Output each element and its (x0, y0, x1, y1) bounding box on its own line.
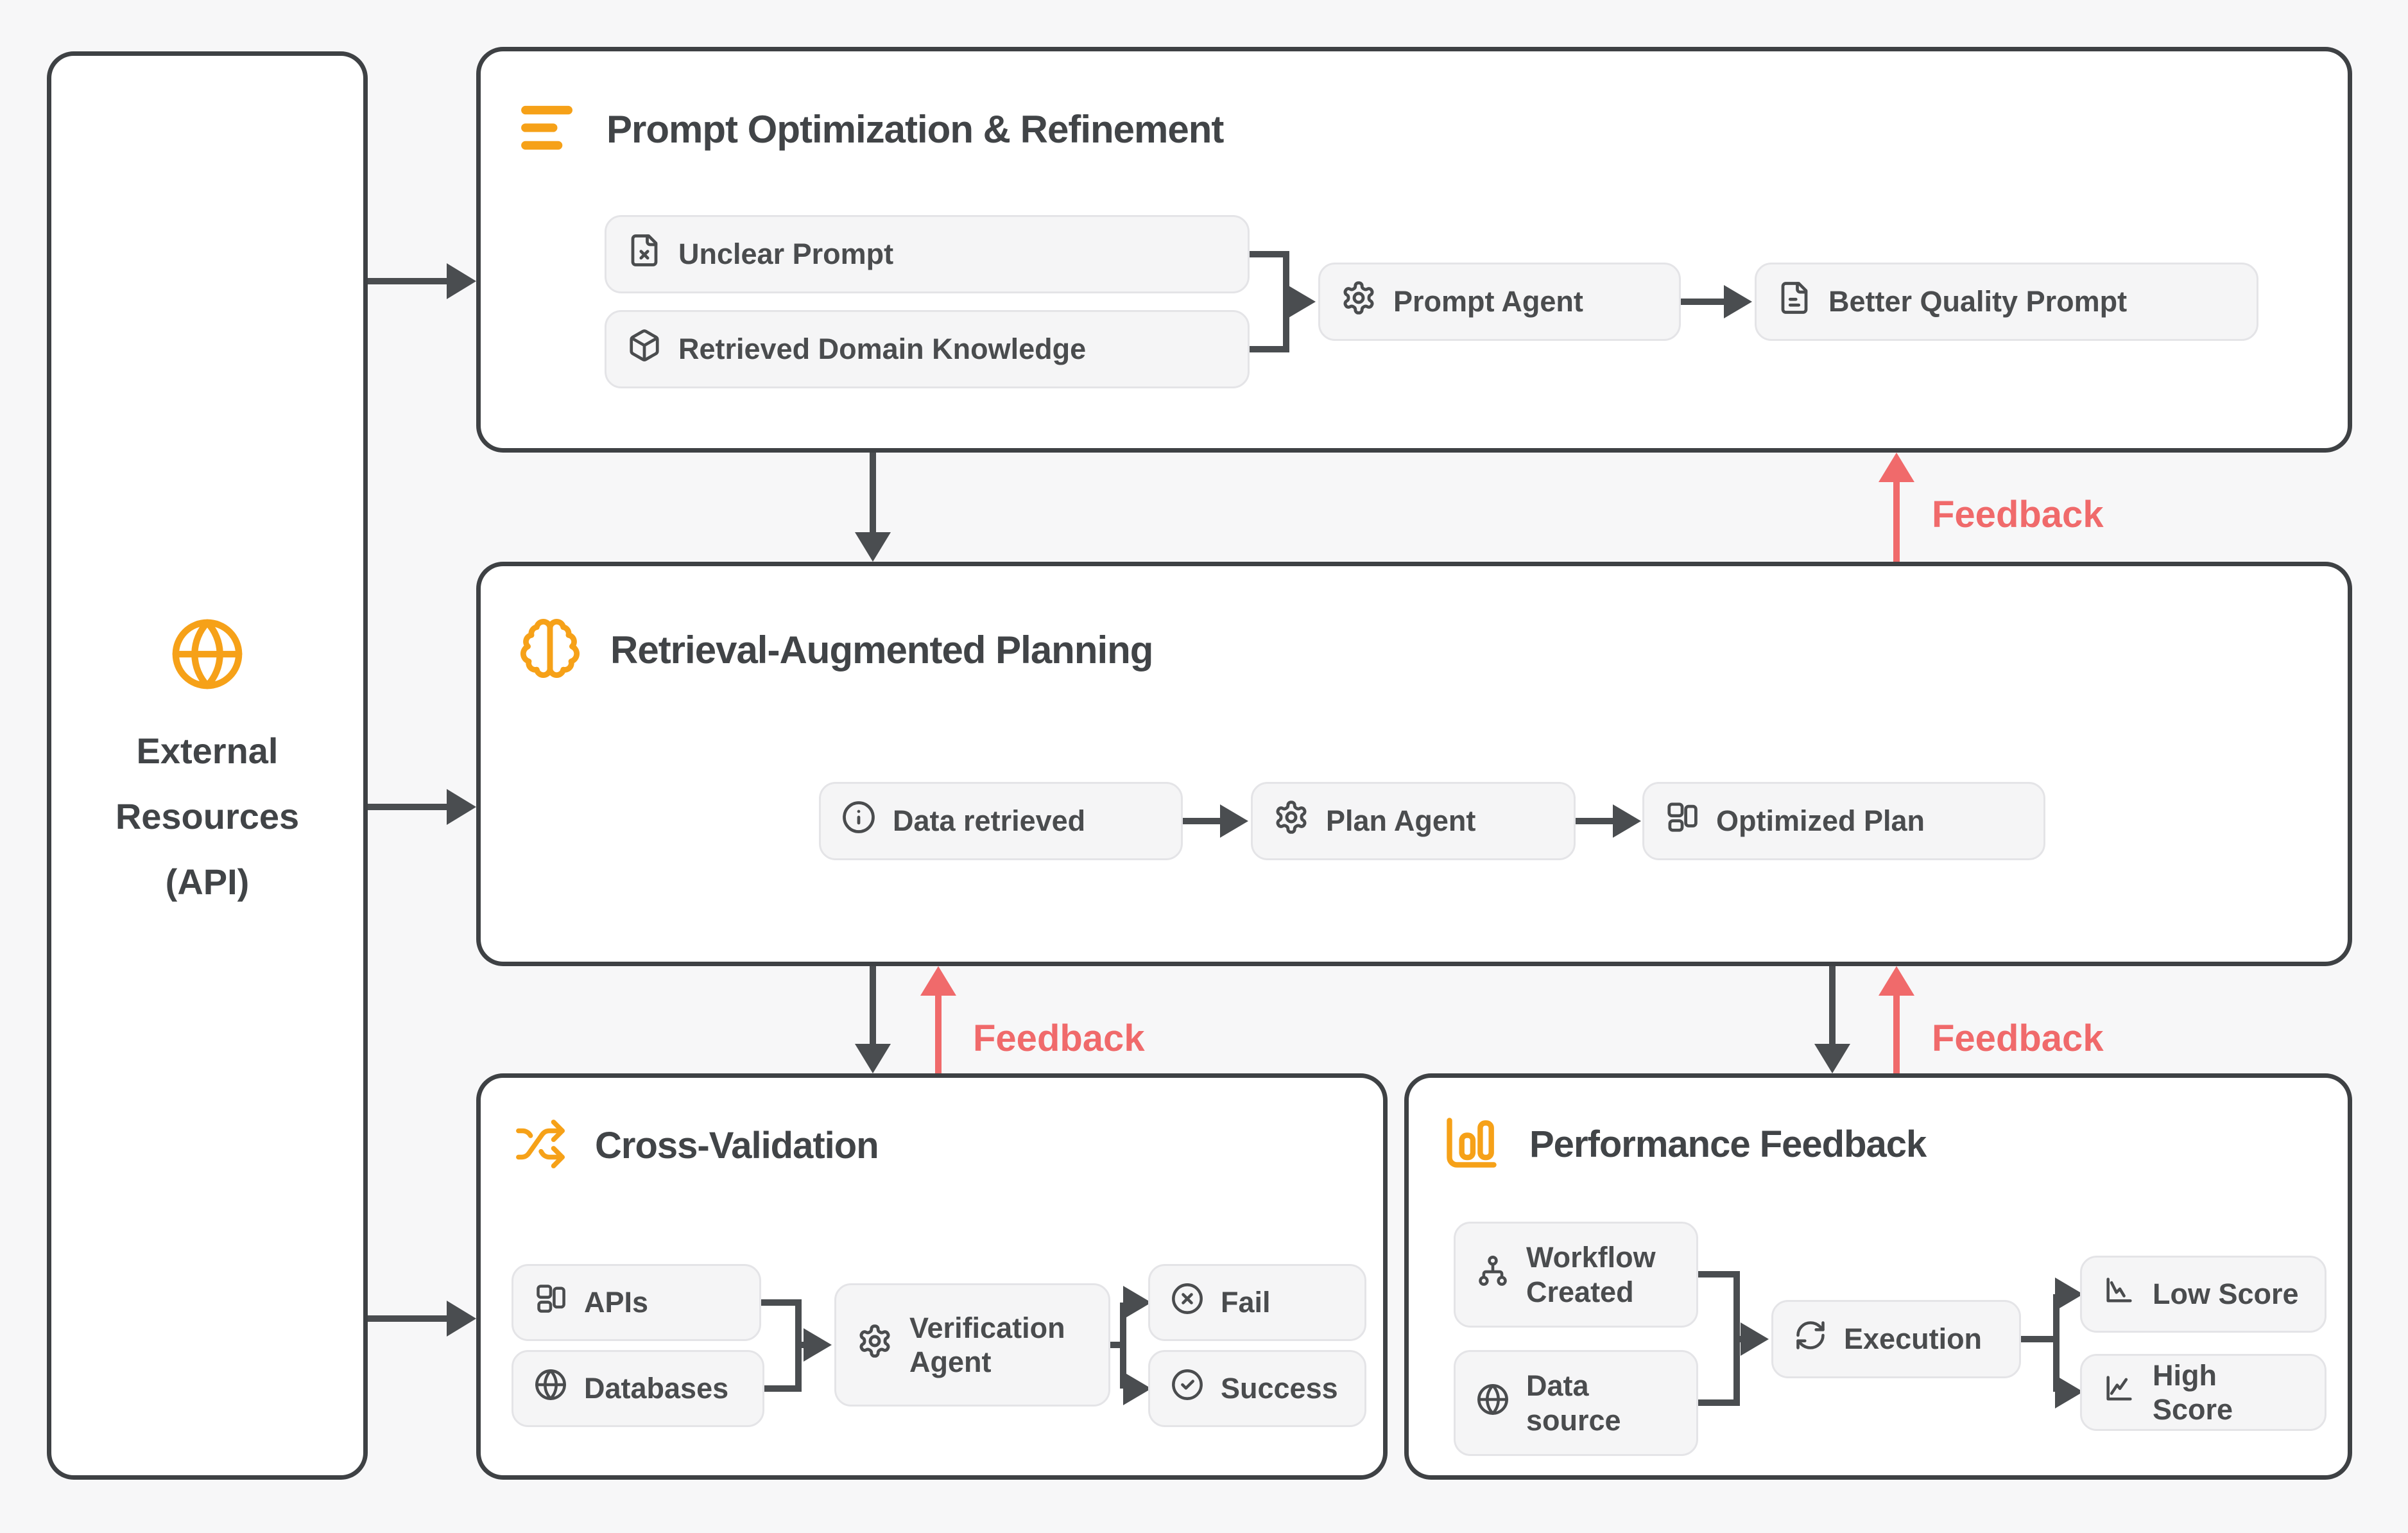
external-resources-content: External Resources (API) (51, 56, 363, 1475)
node-label: Unclear Prompt (678, 238, 894, 271)
node-label: Success (1221, 1372, 1338, 1405)
bar-chart-icon (1442, 1113, 1501, 1175)
retrieval-planning-section: Retrieval-Augmented Planning Data retrie… (476, 562, 2352, 966)
info-icon (841, 800, 876, 842)
node-apis: APIs (512, 1264, 761, 1341)
node-data-source: Data source (1454, 1350, 1698, 1456)
node-label: Prompt Agent (1393, 285, 1583, 318)
arrow-sidebar-to-prompt-optimization (368, 263, 476, 299)
node-label: Workflow Created (1526, 1241, 1656, 1308)
node-label: Verification Agent (909, 1311, 1065, 1378)
node-label: High Score (2153, 1358, 2233, 1426)
shuffle-icon (514, 1118, 567, 1174)
sidebar-line-2: Resources (115, 796, 300, 837)
cross-validation-header: Cross-Validation (514, 1118, 879, 1174)
node-prompt-agent: Prompt Agent (1318, 263, 1681, 341)
feedback-label-left: Feedback (973, 1018, 1145, 1059)
section-title-prompt-optimization: Prompt Optimization & Refinement (606, 108, 1224, 151)
chart-up-icon (2103, 1372, 2136, 1412)
file-text-icon (1777, 281, 1812, 322)
sitemap-icon (1476, 1254, 1509, 1295)
node-better-quality-prompt: Better Quality Prompt (1755, 263, 2258, 341)
node-high-score: High Score (2080, 1354, 2326, 1431)
feedback-arrow-retrieval-to-prompt (1879, 453, 1914, 562)
file-x-icon (627, 233, 662, 275)
gear-icon (1273, 799, 1309, 842)
prompt-optimization-section: Prompt Optimization & Refinement Unclear… (476, 47, 2352, 453)
layout-icon (534, 1282, 567, 1322)
node-unclear-prompt: Unclear Prompt (605, 215, 1250, 293)
sidebar-line-3: (API) (165, 861, 250, 902)
gear-icon (857, 1323, 893, 1366)
refresh-icon (1794, 1319, 1827, 1359)
arrow-prompt-optimization-to-retrieval-planning (855, 453, 891, 562)
node-execution: Execution (1771, 1300, 2021, 1378)
node-databases: Databases (512, 1350, 764, 1427)
sidebar-line-1: External (136, 731, 279, 772)
gear-icon (1341, 280, 1377, 323)
arrow-retrieval-planning-to-performance-feedback (1814, 966, 1850, 1073)
node-label: Databases (584, 1372, 729, 1405)
node-label: APIs (584, 1286, 649, 1319)
brain-icon (518, 616, 582, 684)
feedback-arrow-performance-to-retrieval (1879, 966, 1914, 1073)
node-plan-agent: Plan Agent (1251, 782, 1576, 860)
section-title-performance-feedback: Performance Feedback (1529, 1123, 1927, 1165)
node-workflow-created: Workflow Created (1454, 1222, 1698, 1328)
node-data-retrieved: Data retrieved (819, 782, 1183, 860)
node-label: Better Quality Prompt (1828, 285, 2128, 318)
feedback-label-right: Feedback (1932, 1018, 2104, 1059)
arrow-retrieval-planning-to-cross-validation (855, 966, 891, 1073)
node-label: Low Score (2153, 1278, 2299, 1311)
filter-lines-icon (518, 98, 578, 161)
feedback-arrow-cross-validation-to-retrieval (920, 966, 956, 1073)
node-optimized-plan: Optimized Plan (1642, 782, 2045, 860)
node-verification-agent: Verification Agent (834, 1283, 1110, 1407)
section-title-retrieval-planning: Retrieval-Augmented Planning (610, 628, 1153, 671)
circle-x-icon (1171, 1282, 1204, 1322)
cross-validation-section: Cross-Validation APIs Databases (476, 1073, 1388, 1480)
node-success: Success (1148, 1350, 1366, 1427)
globe-icon (534, 1368, 567, 1408)
arrow-sidebar-to-retrieval-planning (368, 789, 476, 825)
performance-feedback-header: Performance Feedback (1442, 1113, 1927, 1175)
node-low-score: Low Score (2080, 1256, 2326, 1333)
globe-icon (1476, 1383, 1509, 1423)
retrieval-planning-header: Retrieval-Augmented Planning (518, 616, 1153, 684)
node-label: Optimized Plan (1716, 804, 1925, 838)
node-retrieved-domain-knowledge: Retrieved Domain Knowledge (605, 310, 1250, 388)
node-fail: Fail (1148, 1264, 1366, 1341)
globe-icon (169, 616, 245, 695)
layout-icon (1665, 800, 1699, 842)
node-label: Data retrieved (893, 804, 1086, 838)
node-label: Execution (1844, 1322, 1982, 1356)
circle-check-icon (1171, 1368, 1204, 1408)
node-label: Data source (1526, 1369, 1621, 1437)
performance-feedback-section: Performance Feedback Workflow Created Da… (1404, 1073, 2352, 1480)
section-title-cross-validation: Cross-Validation (595, 1125, 879, 1166)
feedback-label-top: Feedback (1932, 494, 2104, 535)
node-label: Retrieved Domain Knowledge (678, 333, 1087, 366)
node-label: Fail (1221, 1286, 1271, 1319)
arrow-sidebar-to-cross-validation (368, 1301, 476, 1337)
external-resources-panel: External Resources (API) (47, 51, 368, 1480)
external-resources-label: External Resources (API) (116, 718, 299, 915)
prompt-optimization-header: Prompt Optimization & Refinement (518, 98, 1224, 161)
chart-down-icon (2103, 1274, 2136, 1314)
node-label: Plan Agent (1326, 804, 1476, 838)
package-box-icon (627, 328, 662, 370)
